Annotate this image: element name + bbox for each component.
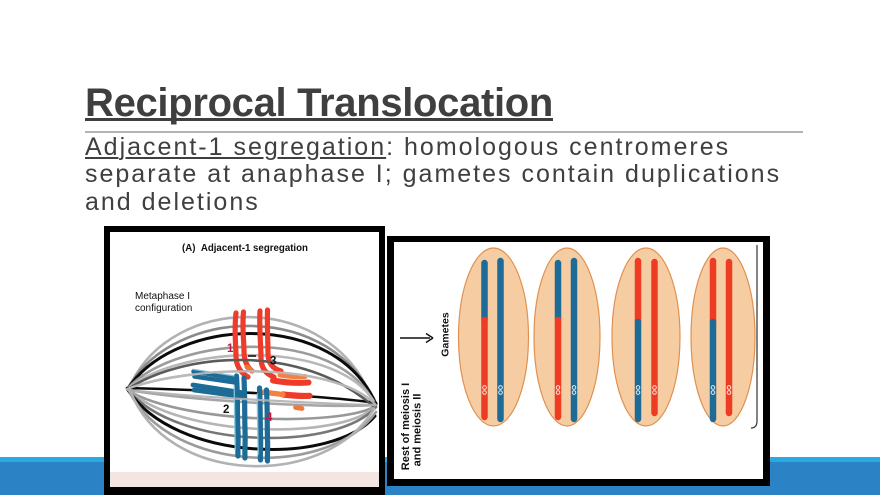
svg-text:4: 4 <box>266 412 273 424</box>
svg-text:Rest of meiosis I: Rest of meiosis I <box>400 383 412 470</box>
svg-text:2: 2 <box>223 404 229 416</box>
svg-text:Gametes: Gametes <box>440 312 452 357</box>
svg-text:configuration: configuration <box>135 303 192 314</box>
svg-text:and meiosis II: and meiosis II <box>412 394 424 467</box>
svg-text:(A) Adjacent-1 segregation: (A) Adjacent-1 segregation <box>182 243 308 254</box>
svg-text:Metaphase I: Metaphase I <box>135 291 190 302</box>
svg-text:3: 3 <box>270 356 276 368</box>
svg-text:1: 1 <box>227 343 234 355</box>
